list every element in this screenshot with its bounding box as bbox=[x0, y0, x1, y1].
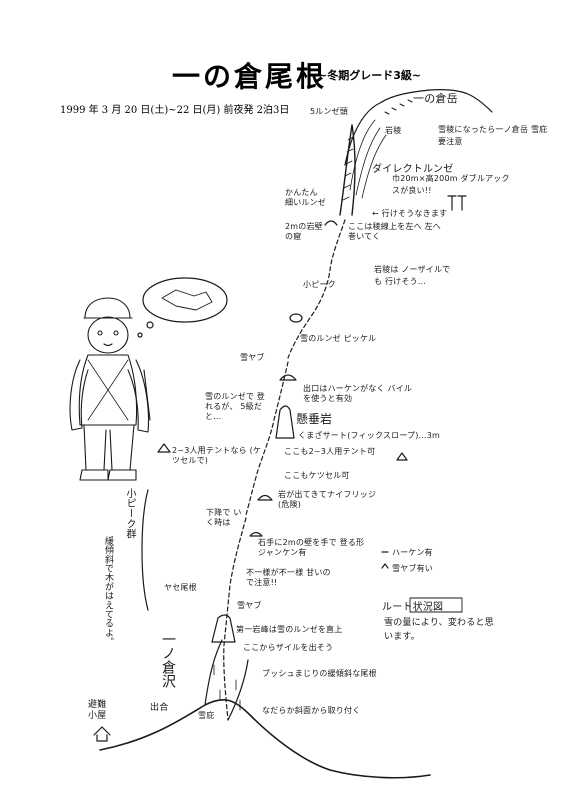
route-status-box bbox=[409, 597, 463, 613]
label-snow-ridge: 雪のルンゼ ピッケル bbox=[300, 334, 377, 343]
ice-axe-2 bbox=[457, 195, 467, 211]
label-small-step: 小ピーク bbox=[303, 280, 336, 289]
rock-hump-2 bbox=[279, 374, 297, 381]
label-junction: 出合 bbox=[150, 703, 169, 713]
label-down: 下降で いく時は bbox=[206, 508, 242, 527]
ridge-dots bbox=[384, 99, 413, 115]
label-direct-note: 巾20m×高200m ダブルアックスが良い!! bbox=[392, 174, 510, 195]
label-left-note: ← 行けそうなきます bbox=[372, 209, 448, 218]
label-cave: 2mの岩壁の窟 bbox=[285, 222, 323, 241]
rock-hump-3 bbox=[257, 494, 273, 501]
label-rocky-note: 岩稜は ノーザイルでも 行けそう… bbox=[374, 265, 451, 286]
label-valley: 一ノ倉沢 bbox=[160, 632, 176, 688]
label-tent2: ここも2~3人用テント可 bbox=[284, 447, 376, 456]
page-title: 一の倉尾根 bbox=[172, 60, 328, 93]
label-snow-bush: 雪ヤブ bbox=[237, 601, 262, 610]
tent-icon-2 bbox=[396, 452, 408, 461]
ridge-shade bbox=[349, 119, 387, 199]
rock-hump-4 bbox=[249, 531, 263, 537]
route-line-lower bbox=[223, 517, 247, 721]
route-line-mid bbox=[245, 361, 289, 516]
valley-bank bbox=[204, 639, 249, 721]
label-direct: ダイレクトルンゼ bbox=[372, 164, 454, 175]
label-tent: 2~3人用テントなら (ケツセルで) bbox=[172, 446, 262, 465]
ice-axe-1 bbox=[447, 195, 457, 211]
cave-mark bbox=[324, 220, 338, 226]
route-line-upper bbox=[287, 219, 346, 359]
label-careful: 不一様が不一様 甘いので注意!! bbox=[246, 568, 331, 587]
label-summit-note: 雪稜になったら一ノ倉岳 雪庇要注意 bbox=[438, 125, 548, 146]
label-out-here: ここからザイルを出そう bbox=[243, 643, 334, 652]
climber-illustration bbox=[69, 297, 151, 481]
route-status-body: 雪の量により、変わると思います。 bbox=[384, 618, 494, 642]
label-rock-note: 石手に2mの壁を手で 登る形ジャンケン有 bbox=[258, 538, 365, 557]
route-status-title: ルート状況図 bbox=[382, 602, 444, 613]
hanging-rock-shape bbox=[275, 405, 295, 439]
label-first-wall: 第一岩峰は雪のルンゼを直上 bbox=[236, 625, 343, 634]
label-base: なだらか斜面から取り付く bbox=[262, 706, 361, 715]
legend-piton: ハーケン有 bbox=[392, 548, 433, 557]
label-exit-note: 出口はハーケンがなく バイルを使うと有効 bbox=[303, 384, 413, 403]
tent-icon-1 bbox=[157, 443, 171, 453]
thought-map bbox=[161, 289, 213, 311]
label-hanging-rock: 懸垂岩 bbox=[296, 412, 333, 426]
label-ikatsu: ヤセ尾根 bbox=[164, 583, 197, 592]
label-gully-5: 5ルンゼ頭 bbox=[310, 107, 348, 116]
label-hut: 避難小屋 bbox=[88, 700, 107, 721]
legend-snow-mark bbox=[381, 563, 389, 569]
thought-dot-2 bbox=[137, 332, 143, 338]
first-wall-shape bbox=[211, 614, 236, 643]
label-overhang: 岩が出てきてナイフリッジ (危険) bbox=[278, 490, 377, 509]
label-bush: ブッシュまじりの緩傾斜な尾根 bbox=[262, 669, 377, 678]
label-snow-side: 雪のルンゼで 登れるが、 5級だと… bbox=[205, 392, 265, 421]
direct-gully bbox=[339, 124, 356, 216]
valley-arrows bbox=[213, 664, 241, 711]
rock-hump-1 bbox=[289, 313, 303, 323]
gully-hatching bbox=[342, 136, 354, 201]
label-easy-slope: かんたん 細いルンゼ bbox=[285, 188, 326, 207]
trip-dates: 1999 年 3 月 20 日(土)~22 日(月) 前夜発 2泊3日 bbox=[60, 105, 290, 116]
label-ridge-top-note: ここは稜線上を左へ 左へ巻いてく bbox=[348, 222, 441, 241]
thought-bubble bbox=[142, 277, 228, 323]
label-snow-note: 雪ヤブ bbox=[240, 353, 265, 362]
hut-icon bbox=[93, 726, 111, 742]
label-ridge: 岩稜 bbox=[385, 126, 402, 135]
label-left-vertical: 緩傾斜で木がはえてるよ。 bbox=[103, 536, 113, 647]
label-summit: 一の倉岳 bbox=[413, 92, 458, 105]
page-subtitle: ~冬期グレード3級~ bbox=[318, 69, 422, 82]
left-bracket bbox=[141, 489, 149, 611]
thought-dot-1 bbox=[146, 321, 154, 329]
snowfield-line bbox=[99, 699, 431, 779]
label-tent-note: ここもケツセル可 bbox=[284, 471, 350, 480]
summit-ridge-line bbox=[344, 89, 493, 166]
label-traverse: くまざサート(フィックスロープ)…3m bbox=[298, 431, 441, 440]
label-left-group: 小ピーク群 bbox=[124, 488, 135, 539]
label-snowfield: 雪庇 bbox=[198, 711, 215, 720]
legend-snow: 雪ヤブ有い bbox=[392, 564, 433, 573]
